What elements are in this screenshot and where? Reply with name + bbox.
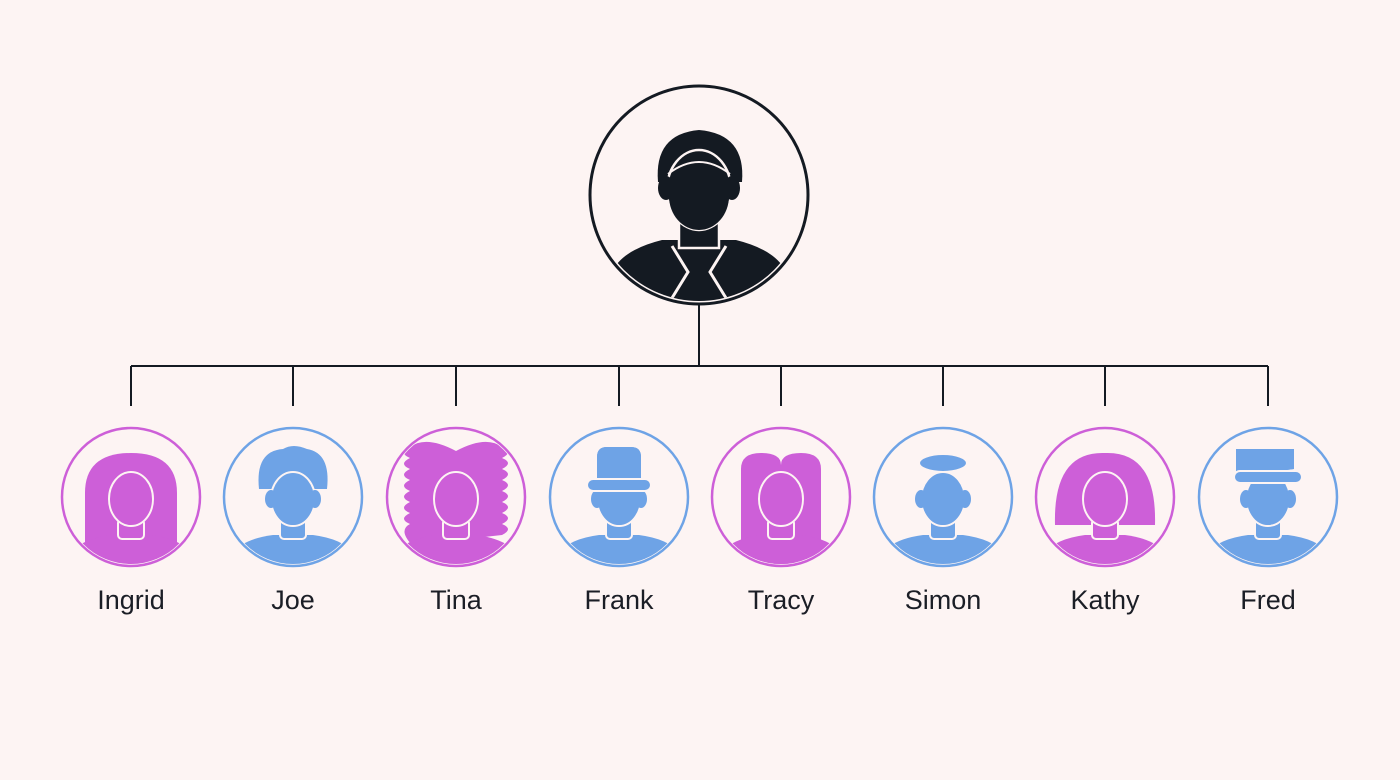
team-member-node [1034, 426, 1176, 568]
man-kippah-icon [883, 453, 1003, 564]
manager-node [588, 84, 810, 306]
man-flat-top-icon [1208, 449, 1328, 564]
team-member-name: Kathy [1070, 585, 1140, 615]
team-member-name: Ingrid [97, 585, 165, 615]
team-member-nodes [60, 426, 1339, 568]
team-member-name: Fred [1240, 585, 1296, 615]
team-member-node [1197, 426, 1339, 568]
connector-lines [130, 304, 1269, 406]
manager-suit-avatar-icon [608, 130, 790, 301]
team-member-name: Joe [271, 585, 315, 615]
woman-long-hair-icon [721, 453, 841, 564]
woman-wavy-hair-icon [396, 441, 516, 564]
woman-bob-hair-icon [71, 453, 191, 564]
team-member-name: Simon [904, 585, 982, 615]
team-member-node [872, 426, 1014, 568]
team-member-node [222, 426, 364, 568]
woman-short-hair-icon [1045, 452, 1165, 564]
team-member-node [385, 426, 527, 568]
team-member-name: Tracy [747, 585, 815, 615]
team-member-name: Frank [584, 585, 654, 615]
man-cap-icon [559, 447, 679, 564]
team-member-name: Tina [430, 585, 482, 615]
team-member-node [710, 426, 852, 568]
man-curly-hair-icon [233, 446, 353, 564]
team-member-node [548, 426, 690, 568]
team-member-node [60, 426, 202, 568]
